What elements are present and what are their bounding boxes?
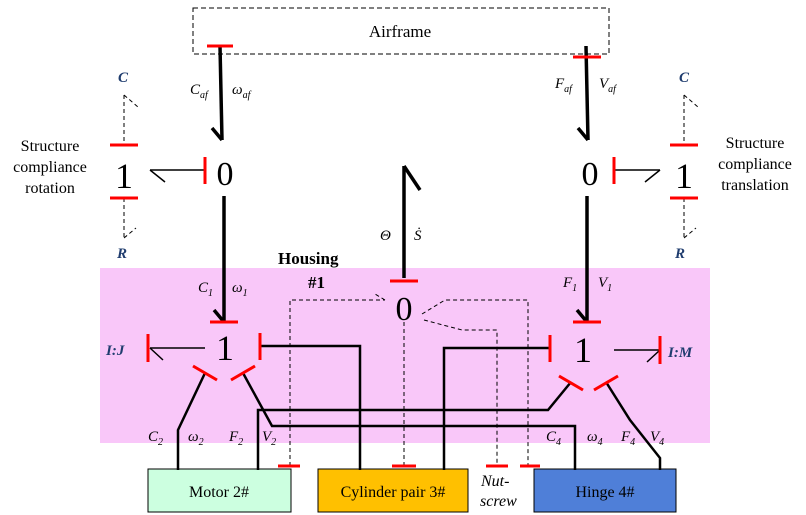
structure-left-line1: Structure [21,138,80,155]
structure-strokes [203,157,616,184]
junction-one-structure-right: 1 [675,156,693,196]
ij-element: I:J [105,343,125,359]
airframe-block [192,7,610,55]
var-c-af: Caf [190,82,209,101]
structure-left-line3: rotation [25,180,75,197]
housing-region [100,268,710,443]
hinge-label: Hinge 4# [575,484,634,501]
cr-links [123,94,699,239]
motor-label: Motor 2# [189,484,249,501]
structure-right-line1: Structure [726,135,785,152]
housing-number: #1 [308,273,325,292]
c-element-right: C [679,70,690,86]
motor-block [147,468,292,513]
var-omega-af: ωaf [232,82,252,101]
junction-zero-center: 0 [396,291,413,328]
cr-labels: C R C R [116,70,690,262]
cross-strokes [192,333,619,392]
hinge-block [533,468,677,513]
c-element-left: C [118,70,129,86]
airframe-bonds [210,45,590,142]
structure-right-line3: translation [721,177,789,194]
junction-zero-right: 0 [582,156,599,193]
structure-right-line2: compliance [718,156,792,173]
cross-bonds [176,344,662,470]
var-v-af: Vaf [599,76,617,95]
im-element: I:M [667,345,693,361]
airframe-label: Airframe [369,22,431,41]
nutscrew-label-line2: screw [480,493,517,510]
inertia-bonds [149,347,661,363]
junction-one-structure-left: 1 [115,156,133,196]
cr-strokes [110,143,698,200]
cylinder-block [317,468,469,513]
cylinder-label: Cylinder pair 3# [341,484,446,501]
center-bond [402,165,422,278]
airframe-strokes [207,44,601,59]
junction-one-housing-right: 1 [574,330,592,370]
structure-left-line2: compliance [13,159,87,176]
junction-zero-left: 0 [217,156,234,193]
housing-label: Housing [278,249,339,268]
r-element-left: R [116,246,127,262]
nutscrew-label-line1: Nut- [480,473,509,490]
structure-labels: Structure compliance rotation Structure … [13,135,792,197]
var-s-dot: Ṡ [414,227,422,244]
inertia-strokes [146,334,662,364]
r-element-right: R [674,246,685,262]
junction-one-housing-left: 1 [216,328,234,368]
var-theta: Θ [380,228,391,244]
var-f-af: Faf [554,76,573,95]
structure-bonds [149,169,661,183]
signal-lines [289,293,529,466]
housing-bonds [212,196,589,324]
